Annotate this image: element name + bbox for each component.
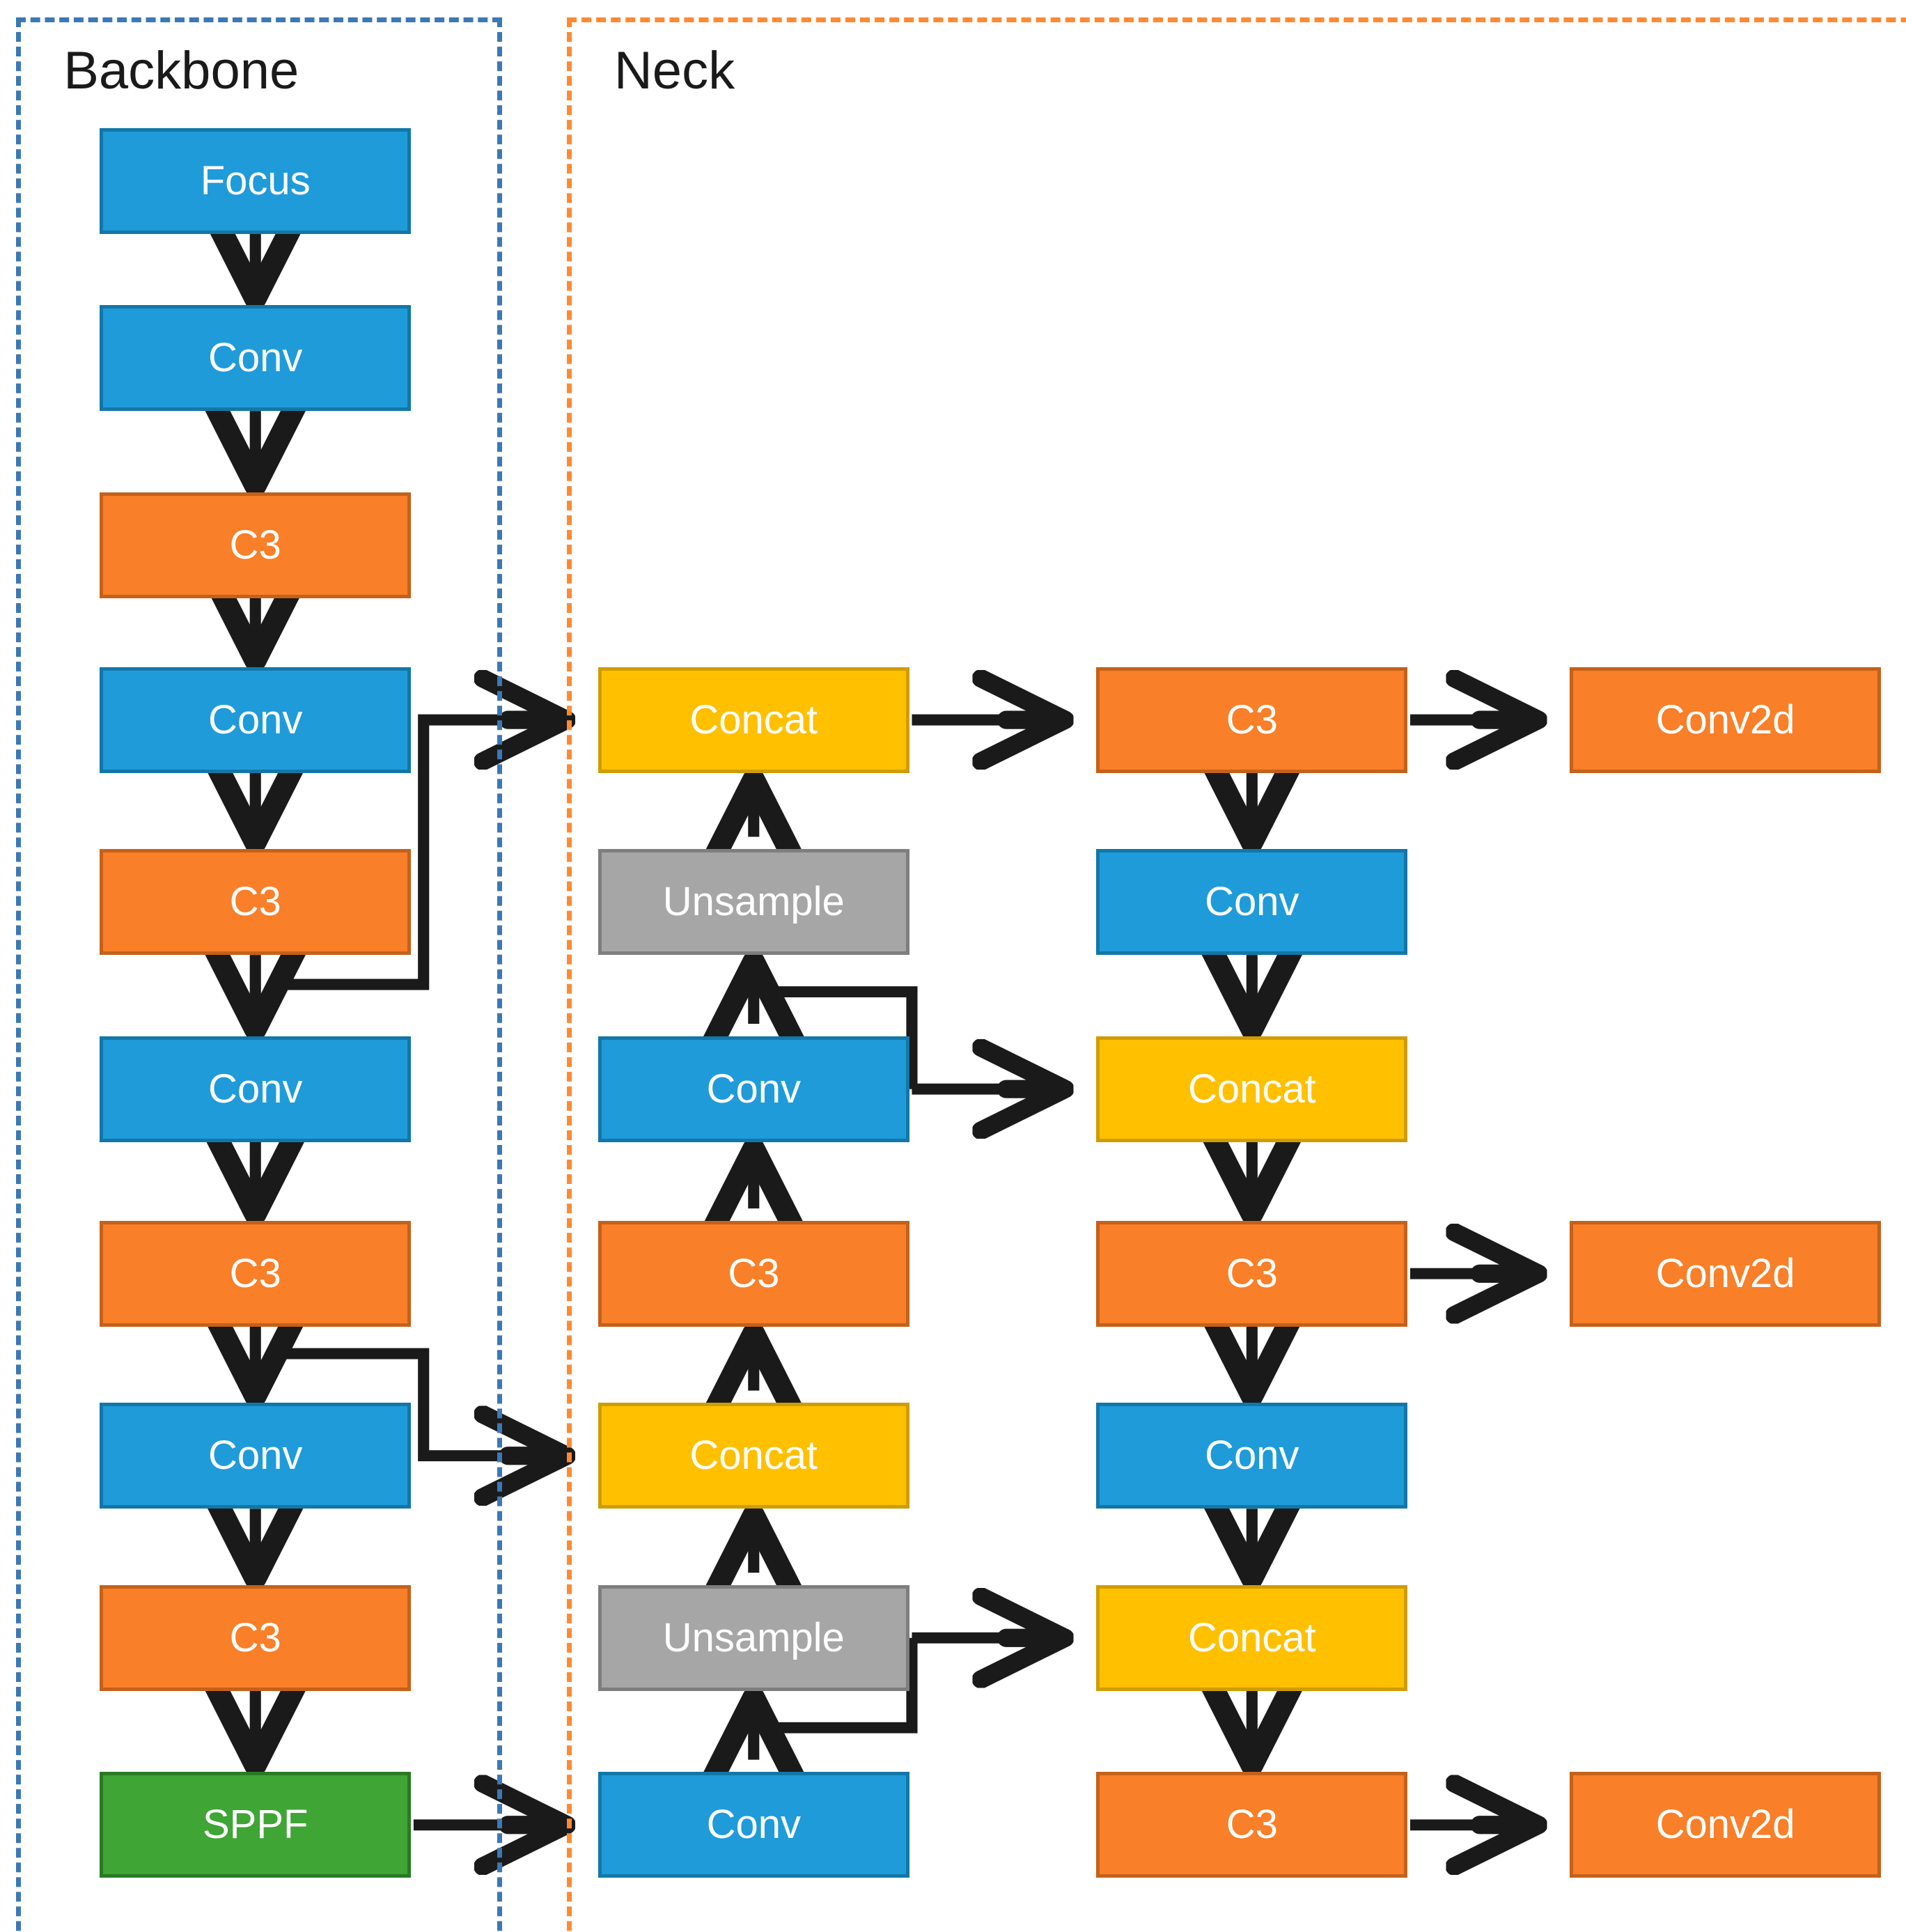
node-m6-concat[interactable]: Concat <box>1096 1584 1408 1691</box>
node-b2-conv[interactable]: Conv <box>100 305 412 412</box>
node-label: C3 <box>229 879 281 925</box>
node-h1-conv2d[interactable]: Conv2d <box>1570 667 1882 773</box>
node-label: Conv <box>1205 879 1299 925</box>
node-m4-c3[interactable]: C3 <box>1096 1220 1408 1327</box>
node-b10-sppf[interactable]: SPPF <box>100 1772 412 1878</box>
node-label: Conv <box>208 1066 303 1112</box>
group-backbone <box>16 17 502 1932</box>
node-h2-conv2d[interactable]: Conv2d <box>1570 1220 1882 1327</box>
node-label: Conv <box>706 1802 801 1848</box>
node-m5-conv[interactable]: Conv <box>1096 1403 1408 1509</box>
node-label: SPPF <box>202 1802 308 1848</box>
node-label: Conv <box>208 696 303 742</box>
node-b6-conv[interactable]: Conv <box>100 1036 412 1142</box>
group-label-backbone: Backbone <box>63 40 299 100</box>
node-b4-conv[interactable]: Conv <box>100 667 412 773</box>
node-m7-c3[interactable]: C3 <box>1096 1772 1408 1878</box>
node-label: Conv2d <box>1655 1802 1795 1848</box>
node-m2-conv[interactable]: Conv <box>1096 849 1408 956</box>
node-label: C3 <box>229 1250 281 1296</box>
node-label: Concat <box>1187 1066 1316 1112</box>
node-label: Conv <box>706 1066 801 1112</box>
node-label: C3 <box>1226 1250 1278 1296</box>
node-n1-concat[interactable]: Concat <box>597 667 909 773</box>
node-b9-c3[interactable]: C3 <box>100 1584 412 1691</box>
node-n7-conv[interactable]: Conv <box>597 1772 909 1878</box>
node-h3-conv2d[interactable]: Conv2d <box>1570 1772 1882 1878</box>
node-b3-c3[interactable]: C3 <box>100 492 412 598</box>
node-b5-c3[interactable]: C3 <box>100 849 412 956</box>
node-label: Conv2d <box>1655 696 1795 742</box>
node-n3-conv[interactable]: Conv <box>597 1036 909 1142</box>
node-label: Concat <box>689 696 818 742</box>
node-label: Unsample <box>662 1614 845 1660</box>
node-label: C3 <box>728 1250 780 1296</box>
group-label-neck: Neck <box>614 40 735 100</box>
node-n6-unsample[interactable]: Unsample <box>597 1584 909 1691</box>
node-m3-concat[interactable]: Concat <box>1096 1036 1408 1142</box>
node-m1-c3[interactable]: C3 <box>1096 667 1408 773</box>
node-n2-unsample[interactable]: Unsample <box>597 849 909 956</box>
node-label: C3 <box>229 522 281 568</box>
node-label: Unsample <box>662 879 845 925</box>
node-label: Conv <box>208 335 303 381</box>
node-label: Conv <box>208 1433 303 1479</box>
node-b7-c3[interactable]: C3 <box>100 1220 412 1327</box>
node-n5-concat[interactable]: Concat <box>597 1403 909 1509</box>
node-label: C3 <box>1226 696 1278 742</box>
node-label: C3 <box>229 1614 281 1660</box>
node-b1-focus[interactable]: Focus <box>100 127 412 234</box>
node-label: C3 <box>1226 1802 1278 1848</box>
node-label: Conv <box>1205 1433 1299 1479</box>
node-label: Concat <box>689 1433 818 1479</box>
group-neck <box>566 17 1906 1932</box>
node-label: Conv2d <box>1655 1250 1795 1296</box>
node-label: Focus <box>200 157 311 203</box>
node-n4-c3[interactable]: C3 <box>597 1220 909 1327</box>
node-b8-conv[interactable]: Conv <box>100 1403 412 1509</box>
node-label: Concat <box>1187 1614 1316 1660</box>
